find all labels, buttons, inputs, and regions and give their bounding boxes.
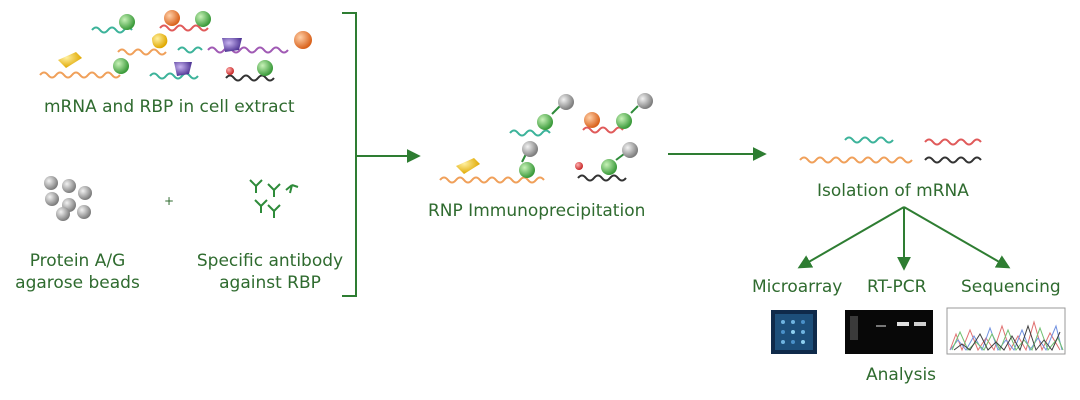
rbp-protein: [222, 38, 242, 52]
mrna-strand: [510, 131, 550, 136]
sequencing-chromatogram: [947, 308, 1065, 354]
mrna-strand: [118, 50, 166, 55]
rbp-protein: [601, 159, 617, 175]
mrna-strand: [208, 48, 288, 53]
mrna-strand: [800, 158, 912, 163]
sequencing-label: Sequencing: [961, 276, 1061, 298]
mrna-strand: [845, 138, 893, 143]
beads-label-line2: agarose beads: [15, 272, 140, 294]
antibody-link: [616, 154, 624, 160]
rbp-protein: [257, 60, 273, 76]
agarose-bead: [78, 186, 92, 200]
mrna-strand: [440, 178, 544, 183]
rbp-protein: [537, 114, 553, 130]
rbp-protein: [164, 10, 180, 26]
mrna-strand: [178, 48, 202, 53]
mrna-strand: [578, 176, 626, 181]
rnp-ip-label: RNP Immunoprecipitation: [428, 200, 645, 222]
mrna-strand: [150, 74, 198, 79]
antibody-glyph: [286, 185, 298, 193]
rbp-protein: [226, 67, 234, 75]
arrow-to-sequencing: [904, 207, 1008, 267]
mrna-strand: [925, 140, 981, 145]
antibody-link: [552, 106, 560, 114]
rbp-protein: [195, 11, 211, 27]
antibodies: [250, 180, 298, 218]
arrow-to-microarray: [800, 207, 904, 267]
rbp-protein: [519, 162, 535, 178]
agarose-bead: [44, 176, 58, 190]
antibody-label-line2: against RBP: [190, 272, 350, 294]
isolated-mrna: [800, 138, 981, 163]
rbp-protein: [113, 58, 129, 74]
rbp-protein: [119, 14, 135, 30]
bead-complex: [622, 142, 638, 158]
agarose-beads: [44, 176, 92, 221]
rbp-protein: [584, 112, 600, 128]
rbp-protein: [575, 162, 583, 170]
antibody-glyph: [250, 180, 262, 193]
agarose-bead: [77, 205, 91, 219]
antibody-glyph: [268, 184, 280, 197]
rnp-complexes: [440, 93, 653, 183]
bead-complex: [522, 141, 538, 157]
rbp-protein: [152, 33, 167, 48]
microarray-label: Microarray: [752, 276, 842, 298]
mrna-strand: [925, 158, 981, 163]
antibody-link: [631, 106, 638, 113]
rbp-protein: [456, 158, 480, 174]
beads-label-line1: Protein A/G: [15, 250, 140, 272]
antibody-glyph: [268, 205, 280, 218]
antibody-label: Specific antibody against RBP: [190, 250, 350, 294]
agarose-bead: [56, 207, 70, 221]
beads-label: Protein A/G agarose beads: [15, 250, 140, 294]
analysis-label: Analysis: [866, 364, 936, 386]
cell-extract-label: mRNA and RBP in cell extract: [44, 96, 295, 118]
agarose-bead: [62, 179, 76, 193]
rbp-protein: [294, 31, 312, 49]
mrna-strand: [226, 76, 274, 81]
bead-complex: [558, 94, 574, 110]
rtpcr-label: RT-PCR: [867, 276, 926, 298]
isolation-label: Isolation of mRNA: [817, 180, 969, 202]
cell-extract-cluster: [40, 10, 312, 81]
antibody-label-line1: Specific antibody: [190, 250, 350, 272]
mrna-strand: [583, 128, 623, 133]
rbp-protein: [616, 113, 632, 129]
rtpcr-gel-image: [845, 310, 933, 354]
rbp-protein: [58, 52, 82, 68]
antibody-glyph: [255, 200, 267, 213]
plus-sign: +: [164, 190, 174, 212]
bead-complex: [637, 93, 653, 109]
agarose-bead: [45, 192, 59, 206]
microarray-image: [771, 310, 817, 354]
mrna-strand: [40, 73, 120, 78]
